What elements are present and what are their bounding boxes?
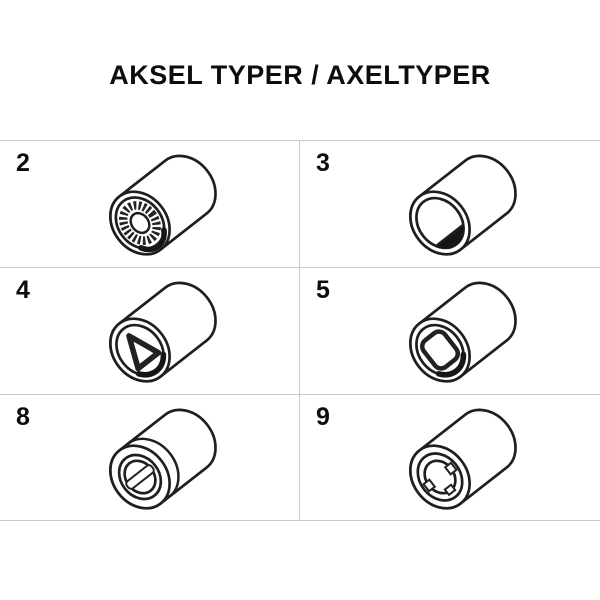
axle-cell-3: 3: [300, 140, 600, 267]
axle-type-grid: 2 3: [0, 140, 600, 521]
slotted-bore-icon: [109, 408, 217, 510]
axle-number-2: 2: [16, 149, 30, 177]
axle-number-4: 4: [16, 276, 30, 304]
axle-number-3: 3: [316, 149, 330, 177]
triangle-bore-icon: [109, 281, 217, 383]
square-bore-icon: [409, 281, 517, 383]
axle-number-8: 8: [16, 403, 30, 431]
axle-cell-9: 9: [300, 394, 600, 521]
axle-cell-2: 2: [0, 140, 300, 267]
splined-bore-icon: [109, 154, 217, 256]
axle-cell-8: 8: [0, 394, 300, 521]
page-title: AKSEL TYPER / AXELTYPER: [109, 60, 491, 90]
axle-number-5: 5: [316, 276, 330, 304]
notched-round-bore-icon: [409, 408, 517, 510]
axle-cell-4: 4: [0, 267, 300, 394]
d-profile-bore-icon: [409, 154, 517, 256]
axle-number-9: 9: [316, 403, 330, 431]
axle-cell-5: 5: [300, 267, 600, 394]
